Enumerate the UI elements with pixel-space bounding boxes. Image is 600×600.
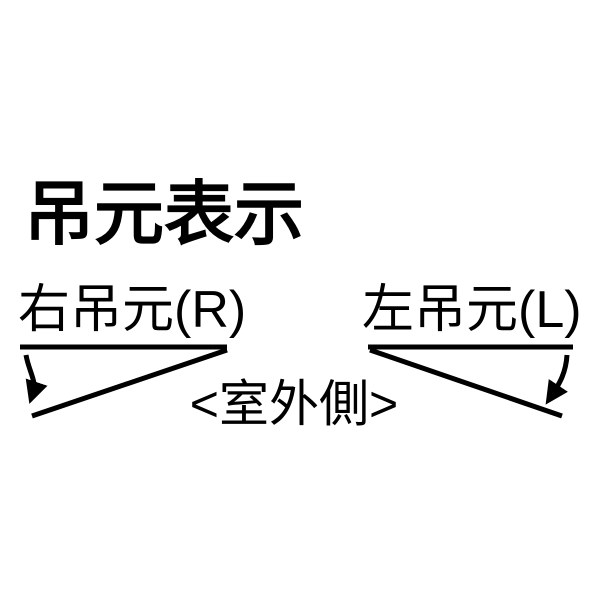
left-hinge-label: 左吊元(L): [362, 281, 582, 339]
swing-arrow-icon: [23, 354, 48, 404]
door-open-line: [31, 347, 228, 419]
door-open-line: [369, 347, 563, 419]
page-title: 吊元表示: [24, 175, 304, 253]
swing-arrow-icon: [545, 354, 570, 405]
right-hinge-label: 右吊元(R): [18, 281, 246, 339]
left-hinge-figure: 左吊元(L): [362, 281, 582, 419]
right-hinge-figure: 右吊元(R): [18, 281, 246, 419]
outdoor-side-label: <室外側>: [190, 376, 398, 432]
